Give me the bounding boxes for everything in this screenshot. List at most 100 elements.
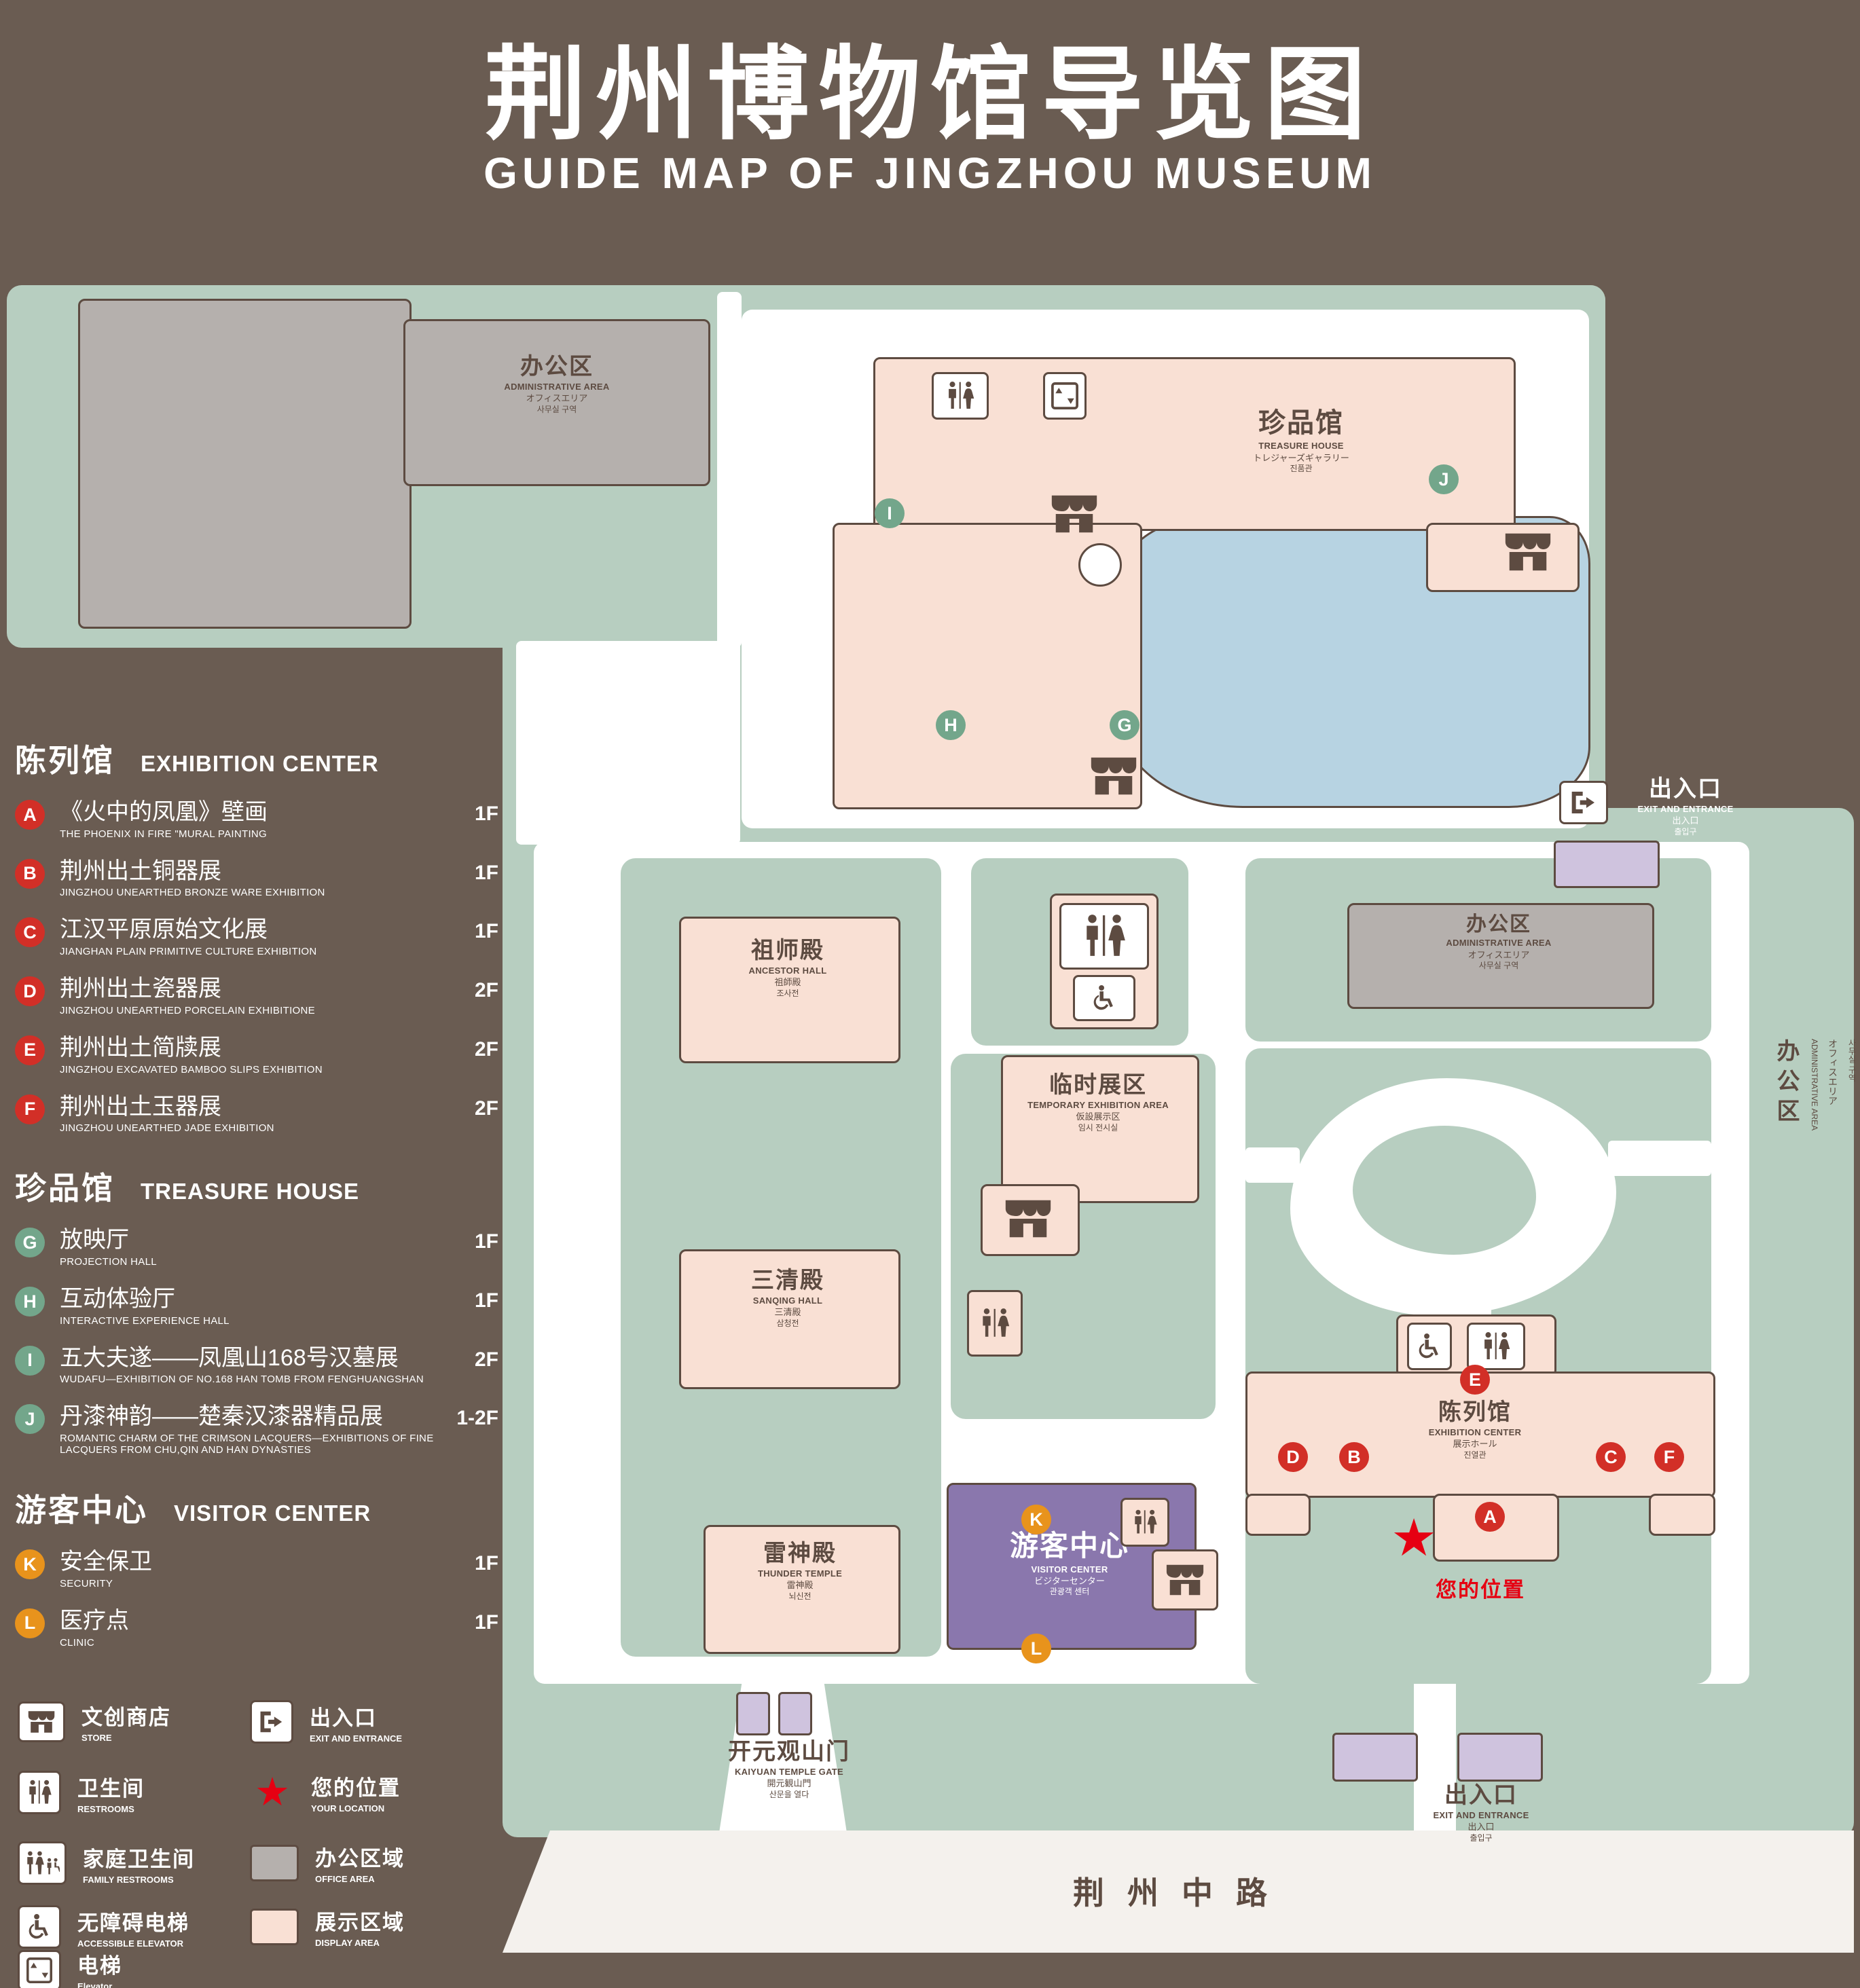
restroom-icon [967,1290,1023,1357]
thunder-temple-label-zh: 雷神殿 [763,1541,837,1566]
section-title-en: EXHIBITION CENTER [141,751,379,776]
legend-item-floor: 1F [474,803,498,825]
admin-building-top-west [78,299,412,629]
legend-item-floor: 1F [474,920,498,943]
treasure-house-label-zh: 珍品馆 [1258,408,1344,438]
legend-item-en: ROMANTIC CHARM OF THE CRIMSON LACQUERS—E… [60,1433,434,1456]
legend-item-G: G 放映厅 PROJECTION HALL 1F [15,1228,498,1268]
legend-marker-G: G [15,1228,45,1258]
gate-label-zh: 开元观山门 [728,1739,850,1765]
gate-label-en: KAIYUAN TEMPLE GATE [734,1767,844,1778]
your-location-star-icon: ★ [255,1769,290,1814]
exit-right-label: 出入口 EXIT AND ENTRANCE 出入口 출입구 [1611,775,1760,836]
symbol-label-zh: 展示区域 [315,1911,405,1934]
temporary-exhibition-building [1001,1055,1199,1203]
exit-bottom-label-kr: 출입구 [1470,1833,1493,1843]
admin-side-label-kr: 사무실 구역 [1847,1039,1857,1082]
legend-panel: 陈列馆 EXHIBITION CENTER A 《火中的凤凰》壁画 THE PH… [15,706,498,1668]
map-marker-K: K [1021,1505,1051,1534]
section-title-en: VISITOR CENTER [174,1501,371,1526]
sanqing-hall-label-zh: 三清殿 [751,1268,824,1293]
map-marker-B: B [1339,1442,1369,1472]
legend-item-K: K 安全保卫 SECURITY 1F [15,1549,498,1589]
legend-symbol-restroom: 卫生间 RESTROOMS [18,1771,145,1814]
legend-item-floor: 1F [474,1230,498,1253]
sanqing-hall-label-en: SANQING HALL [752,1295,823,1306]
map-marker-J: J [1429,464,1459,494]
map-marker-A: A [1475,1502,1505,1532]
legend-marker-C: C [15,917,45,948]
legend-item-floor: 1F [474,1289,498,1312]
admin-side-label-en: ADMINISTRATIVE AREA [1810,1039,1819,1131]
store-icon [18,1701,65,1742]
exit-right-gate-block [1554,841,1660,888]
legend-item-floor: 2F [474,1097,498,1120]
legend-marker-F: F [15,1094,45,1124]
map-marker-E: E [1460,1365,1490,1395]
legend-item-floor: 1F [474,1610,498,1634]
legend-item-zh: 《火中的凤凰》壁画 [60,799,268,825]
restroom-icon [932,372,989,420]
legend-item-B: B 荆州出土铜器展 JINGZHOU UNEARTHED BRONZE WARE… [15,858,498,899]
south-exit-path [1414,1684,1456,1837]
exhibition-center-label: 陈列馆 EXHIBITION CENTER 展示ホール 진열관 [1399,1399,1551,1460]
legend-item-floor: 2F [474,1348,498,1371]
section-title-zh: 珍品馆 [15,1171,115,1207]
store-icon [1499,528,1556,576]
legend-item-en: PROJECTION HALL [60,1256,157,1268]
symbol-label-zh: 卫生间 [77,1776,145,1801]
treasure-house-east-wing [1426,523,1580,592]
restroom-icon [1120,1498,1169,1547]
fountain [1078,543,1122,587]
legend-item-zh: 放映厅 [60,1227,129,1253]
legend-marker-J: J [15,1404,45,1435]
your-location-label: 您的位置 [1436,1578,1525,1602]
accessible-elevator-icon [18,1905,61,1949]
elevator-icon [1043,372,1087,420]
admin-building-mid [1347,903,1654,1009]
road [503,1830,1854,1953]
symbol-label-en: EXIT AND ENTRANCE [310,1733,403,1744]
map-marker-L: L [1021,1634,1051,1663]
symbol-label-en: Elevator [77,1981,113,1988]
section-title-zh: 游客中心 [15,1492,148,1528]
store-icon [1085,752,1142,800]
your-location-star-icon: ★ [1391,1509,1438,1567]
temporary-exhibition-label-kr: 임시 전시실 [1078,1122,1118,1133]
page-title: 荆州博物馆导览图 [484,37,1376,151]
legend-marker-H: H [15,1287,45,1317]
sanqing-hall-label-kr: 삼청전 [776,1318,799,1328]
legend-item-en: SECURITY [60,1577,113,1589]
legend-symbol-your-location: ★ 您的位置 YOUR LOCATION [250,1771,401,1814]
visitor-center-label-en: VISITOR CENTER [1031,1564,1108,1575]
accessible-elevator-icon [1407,1323,1452,1370]
symbol-label-zh: 无障碍电梯 [77,1911,189,1935]
sanqing-hall-label: 三清殿 SANQING HALL 三清殿 삼청전 [686,1267,890,1328]
south-exit-block [1332,1733,1418,1782]
gate-post [736,1692,770,1735]
legend-item-en: JINGZHOU UNEARTHED BRONZE WARE EXHIBITIO… [60,887,325,899]
garden-path-east [1608,1141,1711,1176]
legend-item-zh: 荆州出土简牍展 [60,1034,221,1061]
admin-mid-label-en: ADMINISTRATIVE AREA [1446,938,1552,949]
symbol-label-en: YOUR LOCATION [311,1803,385,1814]
store-icon [1000,1195,1057,1242]
legend-item-H: H 互动体验厅 INTERACTIVE EXPERIENCE HALL 1F [15,1287,498,1327]
legend-item-en: JINGZHOU UNEARTHED JADE EXHIBITION [60,1122,274,1135]
legend-item-zh: 安全保卫 [60,1549,152,1575]
store-icon [1152,1549,1218,1610]
legend-item-en: THE PHOENIX IN FIRE "MURAL PAINTING [60,828,268,840]
legend-marker-K: K [15,1549,45,1580]
store-building [981,1184,1080,1256]
legend-item-J: J 丹漆神韵——楚秦汉漆器精品展 ROMANTIC CHARM OF THE C… [15,1404,498,1456]
exhibition-center-label-jp: 展示ホール [1453,1439,1497,1450]
gate-label-kr: 산문을 열다 [769,1789,809,1799]
legend-section-visitor-center: 游客中心 VISITOR CENTER [15,1486,498,1530]
legend-symbol-exit: 出入口 EXIT AND ENTRANCE [250,1700,402,1744]
exhibition-center-label-en: EXHIBITION CENTER [1428,1427,1522,1438]
section-title-zh: 陈列馆 [15,743,115,778]
exit-bottom-label: 出入口 EXIT AND ENTRANCE 出入口 출입구 [1403,1782,1559,1843]
legend-section-exhibition-center: 陈列馆 EXHIBITION CENTER [15,736,498,781]
treasure-house-label-kr: 진품관 [1290,463,1313,473]
exit-bottom-label-zh: 出入口 [1444,1782,1518,1808]
